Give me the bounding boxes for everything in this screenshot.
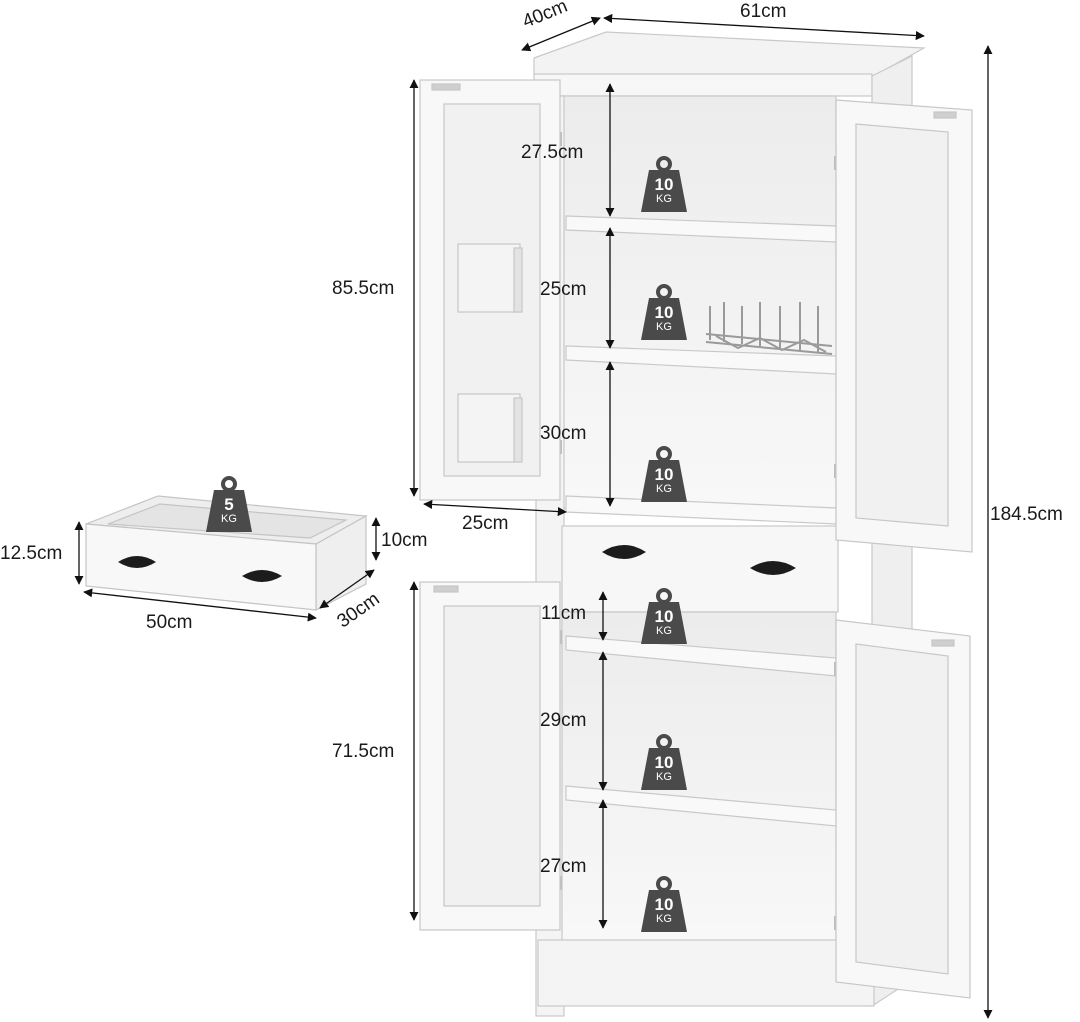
dish-rack [705, 302, 833, 355]
weight-unit: KG [221, 513, 237, 525]
weight-value: 10 [654, 465, 674, 484]
weight-value: 10 [654, 303, 674, 322]
weight-unit: KG [656, 483, 672, 495]
weight-unit: KG [656, 913, 672, 925]
label-lower-shelf-1: 11cm [541, 603, 587, 624]
cabinet-top-front [533, 73, 873, 97]
weight-icon [641, 284, 687, 340]
label-width: 61cm [740, 1, 787, 22]
door-lower-left [419, 581, 561, 931]
weight-unit: KG [656, 625, 672, 637]
weight-unit: KG [656, 193, 672, 205]
weight-badge: 10 KG [639, 446, 689, 504]
drawer-handle [118, 556, 156, 568]
label-upper-height: 85.5cm [332, 278, 395, 299]
drawer-handle [750, 561, 796, 575]
label-drawer-front-height: 12.5cm [0, 543, 63, 564]
label-drawer-inner-height: 10cm [381, 530, 428, 551]
door-upper-right [835, 99, 973, 553]
door-bin [457, 243, 523, 313]
weight-icon [641, 734, 687, 790]
weight-value: 10 [654, 753, 674, 772]
weight-badge: 10 KG [639, 588, 689, 646]
dimension-line-width [603, 13, 925, 41]
label-upper-shelf-3: 30cm [540, 423, 587, 444]
cabinet-top [533, 31, 927, 77]
weight-icon [206, 476, 252, 532]
weight-unit: KG [656, 321, 672, 333]
dimension-line-depth [521, 16, 601, 52]
weight-icon [641, 876, 687, 932]
label-lower-height: 71.5cm [332, 741, 395, 762]
dimension-line-drawer-depth [319, 569, 375, 609]
door-bin [457, 393, 523, 463]
weight-value: 10 [654, 175, 674, 194]
label-door-shelf: 25cm [462, 513, 509, 534]
weight-badge: 10 KG [639, 876, 689, 934]
label-upper-shelf-2: 25cm [540, 279, 587, 300]
cabinet-base [537, 939, 875, 1007]
weight-value: 10 [654, 607, 674, 626]
weight-icon [641, 446, 687, 502]
drawer-handle [242, 570, 282, 582]
dimension-line-door-shelf [423, 499, 567, 517]
weight-value: 5 [224, 495, 234, 514]
door-lower-right [835, 619, 971, 999]
weight-badge: 10 KG [639, 156, 689, 214]
weight-value: 10 [654, 895, 674, 914]
upper-interior [561, 95, 837, 509]
weight-badge: 5 KG [204, 476, 254, 534]
label-lower-shelf-2: 29cm [540, 710, 587, 731]
weight-badge: 10 KG [639, 734, 689, 792]
weight-icon [641, 588, 687, 644]
label-drawer-width: 50cm [146, 612, 193, 633]
label-upper-shelf-1: 27.5cm [521, 142, 584, 163]
door-upper-left [419, 79, 561, 501]
label-total-height: 184.5cm [990, 504, 1063, 525]
weight-badge: 10 KG [639, 284, 689, 342]
drawer-handle [602, 545, 646, 559]
weight-unit: KG [656, 771, 672, 783]
dimension-line-drawer-width [83, 588, 317, 622]
label-lower-shelf-3: 27cm [540, 856, 587, 877]
weight-icon [641, 156, 687, 212]
